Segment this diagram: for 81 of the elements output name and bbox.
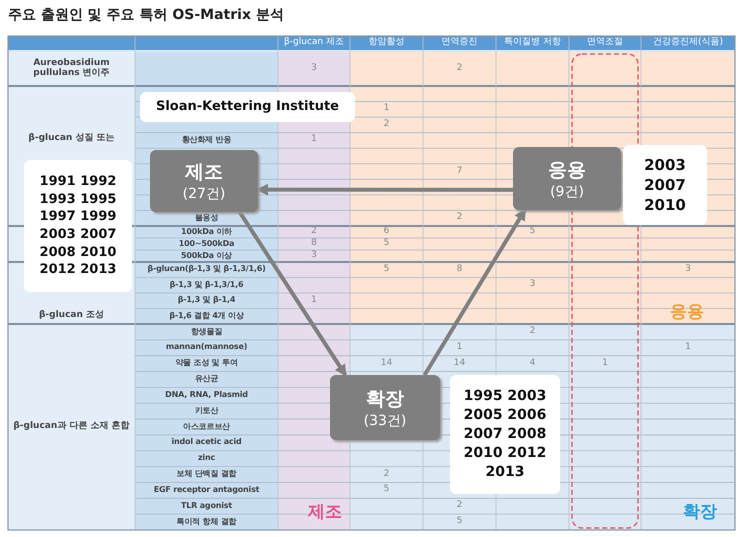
quadrant-label: 확장 <box>682 500 718 524</box>
cell-value: 3 <box>528 278 536 292</box>
row-label: TLR agonist <box>180 500 233 512</box>
category-box <box>330 375 440 440</box>
row-group-label: β-glucan과 다른 소재 혼합 <box>12 420 131 434</box>
row-label: 500kDa 이상 <box>180 250 234 262</box>
row-label: β-1,6 결합 4개 이상 <box>168 310 245 322</box>
callout-bubble: 1995 2003 2005 2006 2007 2008 2010 2012 2013 <box>450 375 560 494</box>
cell-value: 8 <box>310 238 318 250</box>
column-header: 면역조절 <box>586 36 624 50</box>
column-header: 항암활성 <box>368 36 406 50</box>
row-group-label: β-glucan 조성 <box>38 308 106 322</box>
cell-value: 14 <box>380 356 394 370</box>
row-label: 100~500kDa <box>178 238 236 250</box>
callout-bubble: 2003 2007 2010 <box>623 145 707 225</box>
quadrant-label: 제조 <box>306 500 343 524</box>
diagram-title: 주요 출원인 및 주요 특허 OS-Matrix 분석 <box>8 6 284 24</box>
cell-value: 3 <box>684 262 692 276</box>
cell-value: 5 <box>382 238 390 250</box>
cell-value: 2 <box>310 226 318 238</box>
count-label: (33건) <box>364 412 406 430</box>
row-label: β-glucan(β-1,3 및 β-1,3/1,6) <box>146 263 267 276</box>
row-label: 특이적 항체 결합 <box>176 516 238 528</box>
cell-value: 5 <box>382 262 390 276</box>
row-label: 약물 조성 및 투여 <box>174 357 239 370</box>
row-label: EGF receptor antagonist <box>152 484 260 496</box>
row-label: indol acetic acid <box>170 436 243 448</box>
cell-value: 5 <box>528 226 536 238</box>
cell-value: 14 <box>452 356 466 370</box>
row-label: β-1,3 및 β-1,4 <box>176 294 236 306</box>
arrow <box>238 210 348 377</box>
cell-value: 6 <box>382 226 390 238</box>
row-label: DNA, RNA, Plasmid <box>164 388 249 401</box>
quadrant-label: 응용 <box>669 300 705 324</box>
column-header: 면역증진 <box>440 36 478 50</box>
cell-value: 5 <box>456 515 464 528</box>
cell-value: 4 <box>528 356 536 370</box>
count-label: (27건) <box>182 185 226 203</box>
cell-value: 1 <box>601 356 609 370</box>
category-title: 제조 <box>185 160 223 185</box>
cell-value: 3 <box>310 250 318 262</box>
cell-value: 2 <box>528 324 536 338</box>
cell-value: 3 <box>310 62 318 76</box>
cell-value: 5 <box>382 483 390 496</box>
row-label: 불용성 <box>194 212 220 224</box>
row-label: β-1,3 및 β-1,3/1,6 <box>168 278 244 291</box>
row-group-label: β-glucan 성질 또는 <box>27 132 116 146</box>
cell-value: 2 <box>456 499 464 512</box>
row-group-label: Aureobasidium pullulans 변이주 <box>32 57 111 80</box>
row-label: 키토산 <box>194 404 220 417</box>
cell-value: 1 <box>382 102 390 116</box>
cell-value: 1 <box>310 294 318 307</box>
column-header: 특이질병 저항 <box>503 36 562 50</box>
category-box <box>150 150 258 212</box>
cell-value: 1 <box>684 340 692 354</box>
row-label: 아스코르브산 <box>182 420 231 433</box>
count-label: (9건) <box>550 182 584 200</box>
cell-value: 8 <box>456 262 464 276</box>
arrow <box>256 184 513 196</box>
column-header: 건강증진제(식품) <box>652 36 724 50</box>
cell-value: 1 <box>310 133 318 146</box>
callout-bubble: 1991 1992 1993 1995 1997 1999 2003 2007 2008 2010 2012 2013 <box>24 160 132 292</box>
row-label: 100kDa 이하 <box>180 226 234 238</box>
row-label: 항생물질 <box>190 326 224 338</box>
row-label: zinc <box>196 452 216 464</box>
row-label: 황산화제 반응 <box>180 134 232 146</box>
cell-value: 2 <box>382 468 390 481</box>
row-label: mannan(mannose) <box>164 341 248 354</box>
category-box <box>513 147 621 210</box>
arrow <box>422 208 527 376</box>
cell-value: 7 <box>456 164 464 178</box>
cell-value: 1 <box>456 340 464 354</box>
row-label: 보체 단백질 결합 <box>176 468 238 480</box>
cell-value: 2 <box>382 118 390 131</box>
category-title: 확장 <box>366 386 404 412</box>
category-title: 응용 <box>548 158 586 182</box>
row-label: 유산균 <box>194 373 220 386</box>
column-header: β-glucan 제조 <box>283 36 345 50</box>
cell-value: 2 <box>456 62 464 76</box>
callout-bubble: Sloan-Kettering Institute <box>140 92 355 122</box>
cell-value: 2 <box>456 211 464 224</box>
